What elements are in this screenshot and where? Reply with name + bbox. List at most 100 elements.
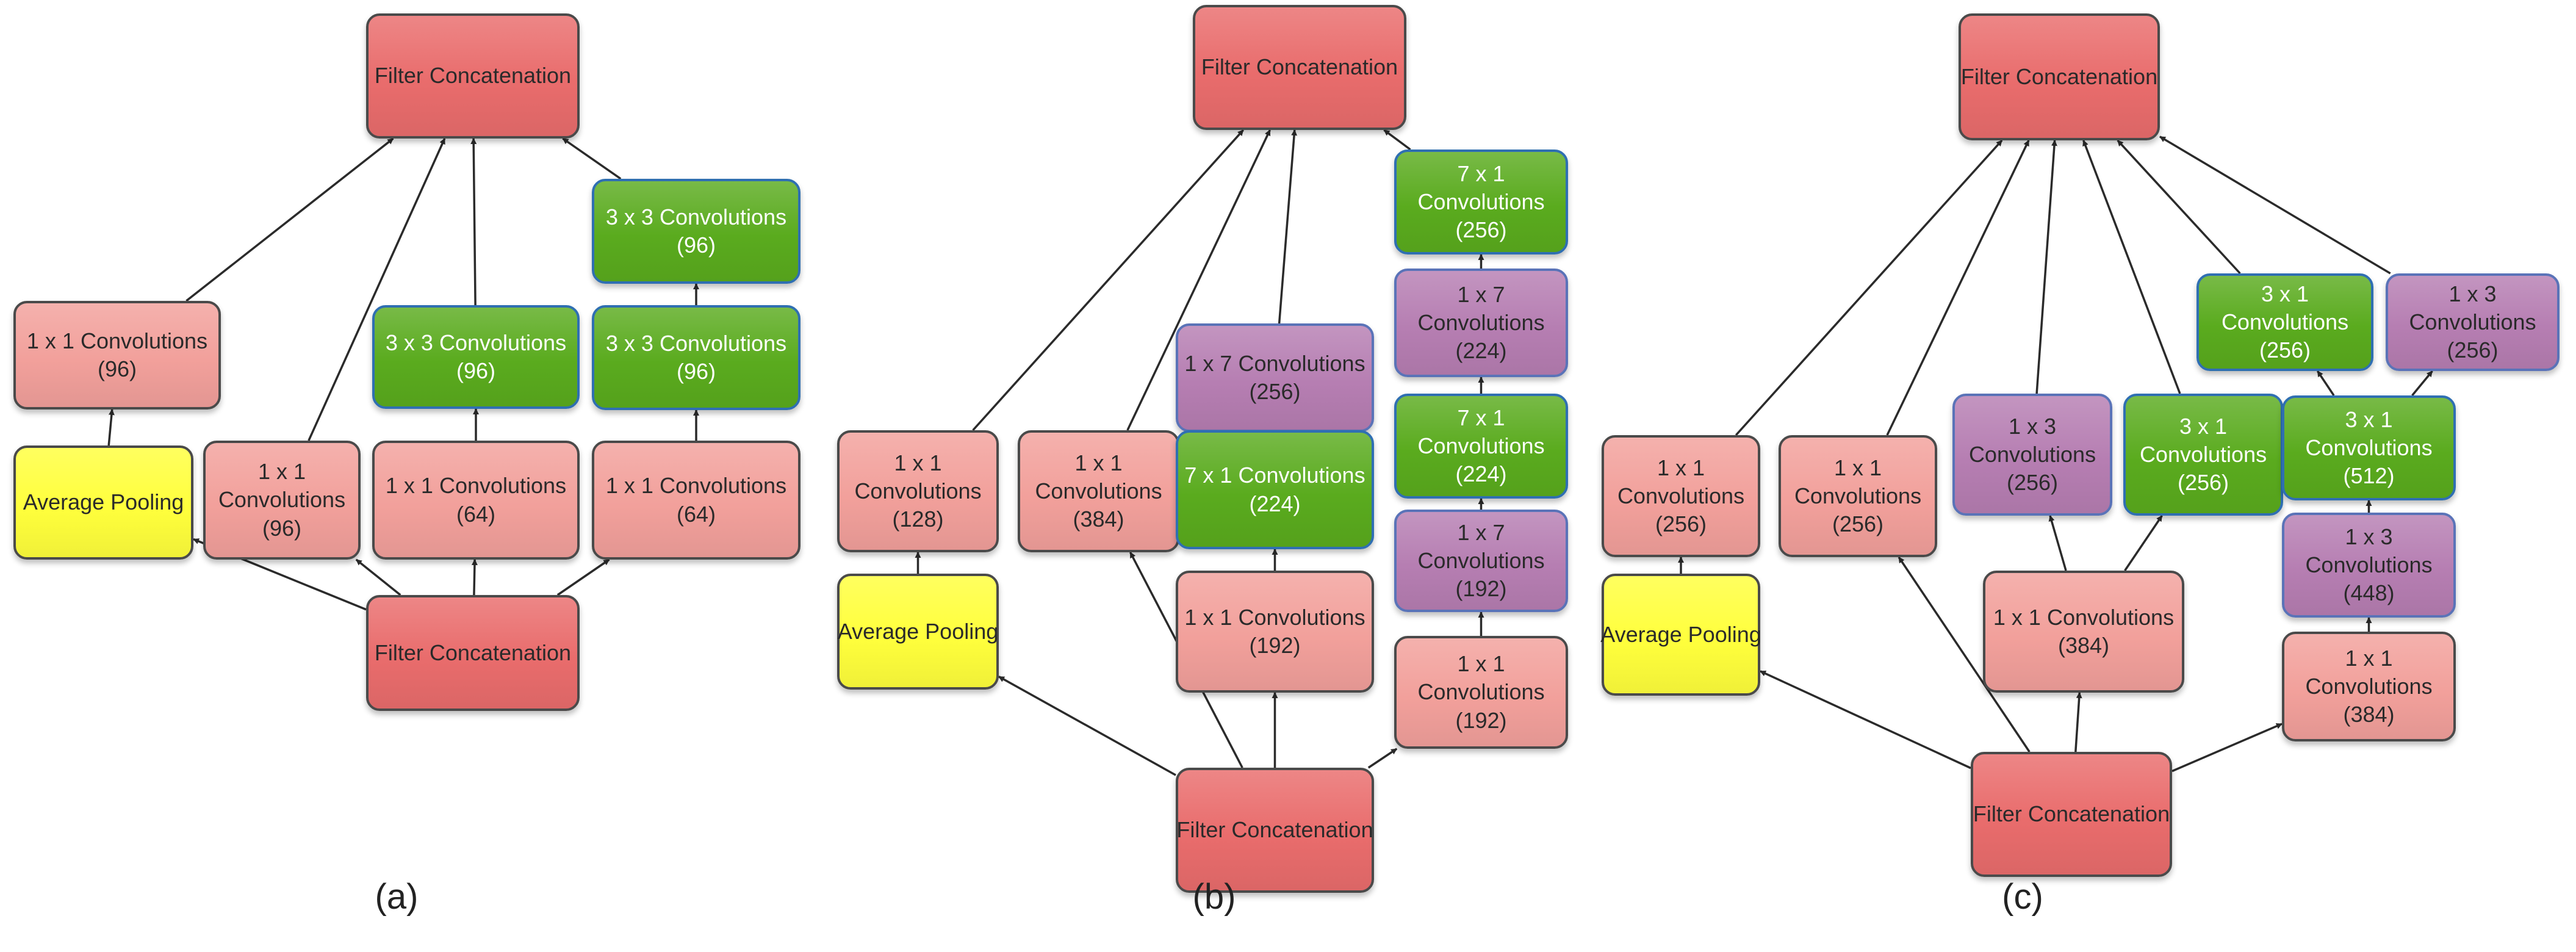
- node-label-line: 1 x 1: [894, 450, 942, 475]
- node-label-line: (256): [1455, 217, 1507, 243]
- node-label-line: 3 x 1: [2179, 413, 2228, 439]
- node-label-line: 1 x 1: [1457, 651, 1505, 677]
- edge-c-r-3x1-512-to-c-r-3x1-256: [2316, 370, 2335, 396]
- node-label-line: Filter Concatenation: [1973, 801, 2170, 827]
- node-label-line: 1 x 1: [1074, 450, 1123, 475]
- node-a-1x1-left: 1 x 1 Convolutions (96): [13, 301, 221, 409]
- edge-a-1x1-left-to-a-top: [185, 137, 394, 302]
- node-label-line: (384): [1073, 507, 1124, 532]
- node-label-line: 1 x 1 Convolutions: [26, 328, 208, 353]
- node-c-r-3x1-512: 3 x 1 Convolutions (512): [2282, 395, 2456, 500]
- node-label-line: 1 x 3: [2448, 281, 2497, 306]
- node-c-top: Filter Concatenation: [1959, 13, 2160, 140]
- edge-b-bottom-to-b-avgpool: [998, 676, 1176, 776]
- edge-c-1x3-256-to-c-top: [2035, 140, 2057, 394]
- edge-c-bottom-to-c-1x1-256-b: [1898, 557, 2031, 752]
- node-a-avgpool: Average Pooling: [13, 445, 193, 560]
- node-label-line: 3 x 1: [2261, 281, 2309, 306]
- node-label-line: Convolutions: [1035, 478, 1162, 503]
- node-label-line: Convolutions: [1417, 433, 1545, 458]
- node-label-line: (256): [2447, 337, 2499, 363]
- node-b-7x1-224: 7 x 1 Convolutions(224): [1176, 430, 1374, 549]
- node-label-line: (256): [1655, 511, 1707, 537]
- node-label-line: Convolutions: [854, 478, 982, 503]
- edge-b-1x7-256-to-b-top: [1278, 129, 1298, 324]
- node-label-line: 7 x 1: [1457, 405, 1505, 430]
- node-label-line: Convolutions: [2221, 309, 2349, 334]
- node-label-line: 1 x 1 Convolutions: [1993, 604, 2175, 630]
- node-label-line: (384): [2057, 633, 2110, 658]
- edge-a-3x3-mid-to-a-top: [470, 138, 477, 306]
- node-label-line: 3 x 1: [2345, 406, 2393, 432]
- node-label-line: 3 x 3 Convolutions: [385, 330, 567, 355]
- node-b-bottom: Filter Concatenation: [1176, 768, 1374, 893]
- node-label-line: 1 x 3: [2345, 524, 2393, 549]
- node-label-line: (192): [1455, 707, 1507, 733]
- panel-caption-a: (a): [375, 877, 419, 917]
- node-label-line: Filter Concatenation: [374, 640, 572, 665]
- node-label-line: Average Pooling: [1600, 621, 1761, 647]
- node-a-3x3-mid: 3 x 3 Convolutions (96): [372, 305, 580, 409]
- edge-b-1x1-384-to-b-top: [1126, 129, 1271, 431]
- node-b-1x1-384: 1 x 1 Convolutions (384): [1018, 430, 1179, 552]
- node-label-line: Filter Concatenation: [1201, 54, 1398, 80]
- node-label-line: (448): [2343, 580, 2395, 606]
- node-label-line: (64): [676, 501, 716, 527]
- node-label-line: (192): [1249, 633, 1301, 658]
- edge-c-1x1-256-a-to-c-top: [1735, 139, 2003, 436]
- node-b-avgpool: Average Pooling: [837, 574, 999, 690]
- node-label-line: Convolutions: [2139, 441, 2267, 467]
- node-label-line: 1 x 1: [1657, 455, 1705, 480]
- node-label-line: (96): [676, 233, 716, 258]
- edge-a-1x1-96-to-a-top: [308, 138, 446, 441]
- node-label-line: (128): [892, 507, 944, 532]
- node-c-avgpool: Average Pooling: [1600, 574, 1761, 696]
- edge-c-r-3x1-512-to-c-r-1x3-256: [2411, 370, 2433, 397]
- node-b-1x7-256: 1 x 7 Convolutions(256): [1176, 323, 1374, 432]
- node-label-line: 1 x 3: [2008, 413, 2057, 439]
- node-label-line: (384): [2343, 702, 2395, 727]
- edge-a-bottom-to-a-1x1-64-right: [556, 558, 610, 596]
- node-label-line: (96): [456, 358, 496, 383]
- node-label-line: 1 x 1: [2345, 645, 2393, 671]
- node-label-line: (96): [676, 359, 716, 384]
- edge-c-3x1-256-to-c-top: [2082, 140, 2181, 394]
- node-label-line: Convolutions: [1417, 679, 1545, 705]
- node-a-1x1-64-mid: 1 x 1 Convolutions(64): [372, 441, 580, 560]
- panel-caption-c: (c): [2002, 877, 2043, 917]
- node-label-line: 1 x 1 Convolutions: [1184, 604, 1365, 630]
- node-label-line: Convolutions: [1417, 309, 1545, 335]
- node-label-line: 1 x 1: [1833, 455, 1882, 480]
- node-label-line: Convolutions: [2305, 435, 2433, 460]
- node-label-line: (256): [2259, 337, 2311, 363]
- node-label-line: 7 x 1: [1457, 160, 1505, 186]
- node-label-line: (512): [2343, 463, 2395, 489]
- node-label-line: 7 x 1 Convolutions: [1184, 463, 1365, 488]
- node-label-line: 1 x 1 Convolutions: [605, 473, 787, 499]
- edge-b-1x1-128-to-b-top: [972, 129, 1245, 431]
- edge-c-1x1-384-mid-to-c-3x1-256: [2124, 515, 2163, 571]
- node-label-line: Average Pooling: [23, 489, 184, 515]
- node-label-line: (192): [1455, 576, 1507, 602]
- node-label-line: Convolutions: [2409, 309, 2536, 334]
- node-a-bottom: Filter Concatenation: [366, 595, 580, 711]
- node-a-3x3-right: 3 x 3 Convolutions(96): [592, 305, 801, 410]
- edge-a-bottom-to-a-1x1-96: [355, 558, 401, 596]
- node-label-line: Average Pooling: [837, 618, 999, 644]
- node-label-line: 3 x 3 Convolutions: [605, 204, 787, 229]
- edge-b-r-7x1-256-to-b-top: [1383, 129, 1411, 151]
- node-label-line: Convolutions: [2305, 673, 2433, 699]
- node-label-line: (96): [97, 356, 137, 381]
- node-label-line: (224): [1455, 461, 1507, 487]
- node-label-line: Filter Concatenation: [1176, 817, 1373, 843]
- node-label-line: (224): [1455, 338, 1507, 364]
